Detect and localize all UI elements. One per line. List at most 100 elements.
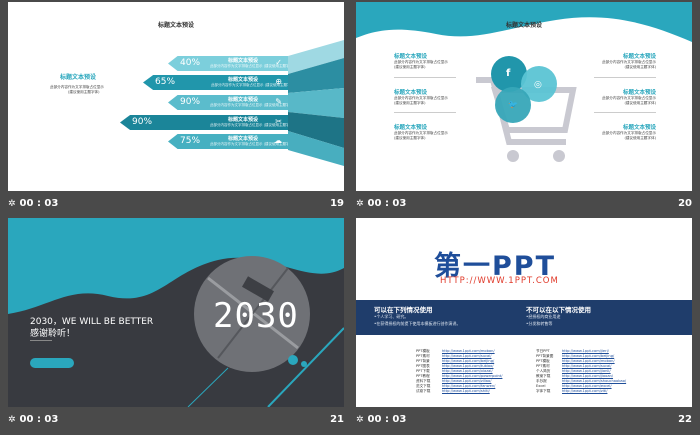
right-item: 标题文本预设 此部分内容作为文字排版占位显示 (建议使用主题字体) xyxy=(594,88,656,106)
link-label: 手抄报 xyxy=(536,379,547,383)
link-row: 节日PPT http://www.1ppt.com/jieri/ xyxy=(536,349,626,354)
item-desc-line: 此部分内容作为文字排版占位显示 xyxy=(602,60,656,64)
row-percent: 65% xyxy=(155,77,176,87)
link-url[interactable]: http://www.1ppt.com/shiti/ xyxy=(442,389,490,393)
item-desc-line: (建议使用主题字体) xyxy=(394,136,426,140)
thumbnail-slide-21[interactable]: 2030 2030，WE WILL BE BETTER 感谢聆听！ ✲00 : … xyxy=(8,218,344,433)
item-desc-line: (建议使用主题字体) xyxy=(394,101,426,105)
link-label: PPT模板 xyxy=(536,359,550,363)
band-right-line: •分发和转售等 xyxy=(526,321,553,326)
link-label: PPT素材 xyxy=(536,364,550,368)
item-title: 标题文本预设 xyxy=(622,90,656,96)
link-url[interactable]: http://www.1ppt.com/ziti/ xyxy=(562,389,608,393)
row-label: 标题文本预设 xyxy=(228,58,259,64)
transition-icon: ✲ xyxy=(356,199,364,209)
link-url[interactable]: http://www.1ppt.com/powerpoint/ xyxy=(442,374,503,378)
row-label: 标题文本预设 xyxy=(228,97,259,103)
slide-preview[interactable]: 标题文本预设 f ◎ 🐦 标题文本预设 此部分内容作为文字排版占位显示 (建议使… xyxy=(356,2,692,191)
link-row: 个人简历 http://www.1ppt.com/jianli/ xyxy=(536,369,626,374)
row-label: 标题文本预设 xyxy=(228,136,259,142)
edit-icon: ✎ xyxy=(275,97,282,106)
row-sub: 此部分内容作为文字排版占位显示 (建议使用主题字体) xyxy=(210,142,295,146)
instagram-icon: ◎ xyxy=(534,80,542,90)
band-left-title: 可以在下列情况使用 xyxy=(374,306,433,314)
link-url[interactable]: http://www.1ppt.com/moban/ xyxy=(562,359,615,363)
link-label: PPT下载 xyxy=(416,369,430,373)
link-url[interactable]: http://www.1ppt.com/ziliao/ xyxy=(442,379,492,383)
link-url[interactable]: http://www.1ppt.com/moban/ xyxy=(442,349,495,353)
link-row: PPT素材 http://www.1ppt.com/sucai/ xyxy=(536,364,626,369)
photo-circle xyxy=(187,256,344,407)
link-url[interactable]: http://www.1ppt.com/beijing/ xyxy=(442,359,495,363)
link-url[interactable]: http://www.1ppt.com/xiazai/ xyxy=(442,369,493,373)
logo-text: 第一PPT xyxy=(434,251,556,282)
slide-preview[interactable]: 2030 2030，WE WILL BE BETTER 感谢聆听！ xyxy=(8,218,344,407)
item-desc-line: 此部分内容作为文字排版占位显示 xyxy=(602,131,656,135)
link-label: 个人简历 xyxy=(536,369,551,373)
twitter-icon: 🐦 xyxy=(508,100,518,109)
link-url[interactable]: http://www.1ppt.com/jieri/ xyxy=(562,349,609,353)
transition-icon: ✲ xyxy=(8,415,16,425)
link-url[interactable]: http://www.1ppt.com/sucai/ xyxy=(442,354,492,358)
link-row: PPT图表 http://www.1ppt.com/tubiao/ xyxy=(416,364,502,369)
thumbnail-slide-22[interactable]: 第一PPT HTTP://WWW.1PPT.COM 可以在下列情况使用 •个人学… xyxy=(356,218,692,433)
left-label: 标题文本预设 xyxy=(60,74,97,81)
check-icon: ✓ xyxy=(275,58,282,67)
link-url[interactable]: http://www.1ppt.com/fanwen/ xyxy=(442,384,496,388)
link-label: PPT素材 xyxy=(416,354,430,358)
link-row: PPT教程 http://www.1ppt.com/powerpoint/ xyxy=(416,374,502,379)
link-label: PPT图表 xyxy=(416,364,430,368)
link-url[interactable]: http://www.1ppt.com/tubiao/ xyxy=(442,364,494,368)
link-label: Excel xyxy=(536,384,546,388)
progress-row: 90% 标题文本预设 此部分内容作为文字排版占位显示 (建议使用主题字体) ✂ xyxy=(120,115,288,130)
link-url[interactable]: http://www.1ppt.com/sucai/ xyxy=(562,364,612,368)
link-label: 试卷下载 xyxy=(416,389,431,393)
link-label: 字体下载 xyxy=(536,389,551,393)
progress-row: 65% 标题文本预设 此部分内容作为文字排版占位显示 (建议使用主题字体) ⊕ xyxy=(143,75,288,90)
divider xyxy=(30,340,52,341)
link-row: 试卷下载 http://www.1ppt.com/shiti/ xyxy=(416,389,502,394)
link-url[interactable]: http://www.1ppt.com/beijing/ xyxy=(562,354,615,358)
link-row: PPT下载 http://www.1ppt.com/xiazai/ xyxy=(416,369,502,374)
slide-preview[interactable]: 标题文本预设 标题文本预设 此部分内容作为文字排版占位显示 (建议使用主题字体)… xyxy=(8,2,344,191)
band-left-line: •在获得授权的前提下使用本模板进行创作演讲。 xyxy=(374,321,461,326)
link-row: PPT素材 http://www.1ppt.com/sucai/ xyxy=(416,354,502,359)
link-url[interactable]: http://www.1ppt.com/shouchaobao/ xyxy=(562,379,627,383)
item-desc-line: (建议使用主题字体) xyxy=(394,65,426,69)
left-item: 标题文本预设 此部分内容作为文字排版占位显示 (建议使用主题字体) xyxy=(394,52,448,70)
link-label: 范文下载 xyxy=(416,384,431,388)
item-title: 标题文本预设 xyxy=(394,125,428,131)
link-label: PPT教程 xyxy=(416,374,430,378)
link-row: PPT模板 http://www.1ppt.com/moban/ xyxy=(416,349,502,354)
item-title: 标题文本预设 xyxy=(394,54,428,60)
slide-duration: ✲00 : 03 xyxy=(8,414,59,425)
item-title: 标题文本预设 xyxy=(394,90,428,96)
band-right-line: •经授权的商业用途 xyxy=(526,314,561,319)
slide-number: 22 xyxy=(678,414,692,425)
link-row: PPT模板 http://www.1ppt.com/moban/ xyxy=(536,359,626,364)
slide-preview[interactable]: 第一PPT HTTP://WWW.1PPT.COM 可以在下列情况使用 •个人学… xyxy=(356,218,692,407)
slide-number: 21 xyxy=(330,414,344,425)
row-sub: 此部分内容作为文字排版占位显示 (建议使用主题字体) xyxy=(211,83,296,87)
divider xyxy=(594,112,656,113)
thumbnail-slide-20[interactable]: 标题文本预设 f ◎ 🐦 标题文本预设 此部分内容作为文字排版占位显示 (建议使… xyxy=(356,2,692,217)
row-sub: 此部分内容作为文字排版占位显示 (建议使用主题字体) xyxy=(210,123,295,127)
link-label: 节日PPT xyxy=(536,349,550,353)
item-desc-line: 此部分内容作为文字排版占位显示 xyxy=(394,131,448,135)
link-url[interactable]: http://www.1ppt.com/jianli/ xyxy=(562,369,611,373)
row-sub: 此部分内容作为文字排版占位显示 (建议使用主题字体) xyxy=(210,103,295,107)
link-url[interactable]: http://www.1ppt.com/jiaoan/ xyxy=(562,374,614,378)
link-url[interactable]: http://www.1ppt.com/excel/ xyxy=(562,384,612,388)
link-label: PPT模板 xyxy=(416,349,430,353)
item-desc-line: (建议使用主题字体) xyxy=(624,101,656,105)
slide-duration: ✲00 : 03 xyxy=(356,414,407,425)
tagline: 2030，WE WILL BE BETTER xyxy=(30,317,154,327)
cloud-icon: ☁ xyxy=(274,136,282,145)
left-desc-line: (建议使用主题字体) xyxy=(68,90,100,94)
pill-button xyxy=(30,358,74,368)
progress-row: 40% 标题文本预设 此部分内容作为文字排版占位显示 (建议使用主题字体) ✓ xyxy=(168,56,288,71)
thumbnail-slide-19[interactable]: 标题文本预设 标题文本预设 此部分内容作为文字排版占位显示 (建议使用主题字体)… xyxy=(8,2,344,217)
